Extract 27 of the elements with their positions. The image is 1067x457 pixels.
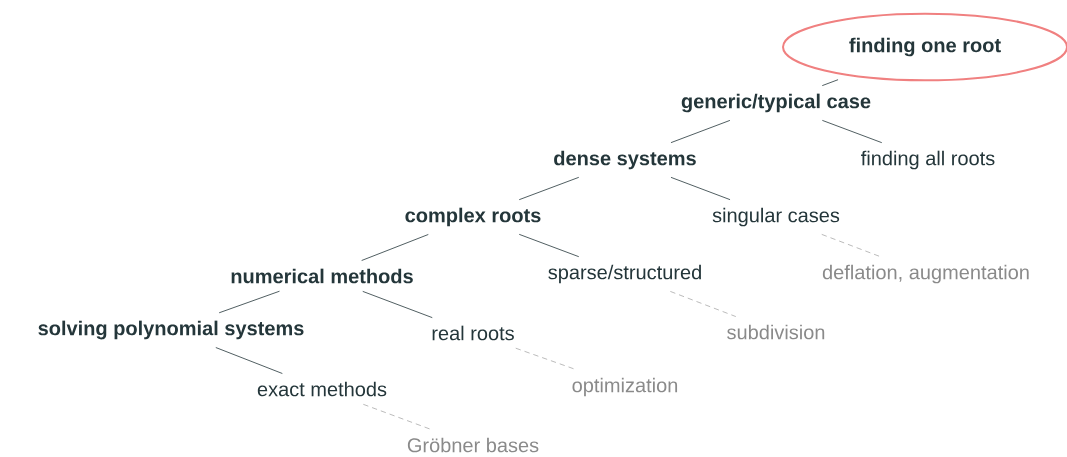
connector-line bbox=[215, 347, 283, 374]
tree-label: deflation, augmentation bbox=[822, 264, 1029, 284]
connector-line bbox=[218, 290, 280, 314]
connector-line bbox=[670, 176, 731, 201]
tree-label: subdivision bbox=[727, 324, 825, 340]
connector-line bbox=[821, 234, 881, 258]
connector-line bbox=[362, 291, 433, 319]
connector-line bbox=[821, 119, 883, 144]
tree-label: real roots bbox=[432, 325, 514, 341]
tree-label: dense systems bbox=[554, 150, 696, 170]
connector-line bbox=[518, 176, 580, 201]
tree-label: optimization bbox=[572, 377, 678, 397]
tree-label: complex roots bbox=[405, 207, 541, 227]
tree-label: sparse/structured bbox=[548, 264, 701, 284]
tree-label: exact methods bbox=[257, 381, 387, 397]
connector-line bbox=[821, 79, 839, 87]
connector-line bbox=[669, 291, 737, 317]
tree-label: Gröbner bases bbox=[407, 437, 539, 453]
connector-line bbox=[518, 233, 580, 258]
tree-label: finding all roots bbox=[861, 150, 995, 170]
connector-line bbox=[670, 120, 731, 144]
connector-line bbox=[362, 403, 433, 431]
tree-label: numerical methods bbox=[231, 268, 413, 284]
connector-line bbox=[361, 234, 429, 261]
tree-label: generic/typical case bbox=[681, 93, 871, 113]
tree-label: singular cases bbox=[712, 207, 840, 227]
tree-label: solving polynomial systems bbox=[38, 320, 304, 340]
